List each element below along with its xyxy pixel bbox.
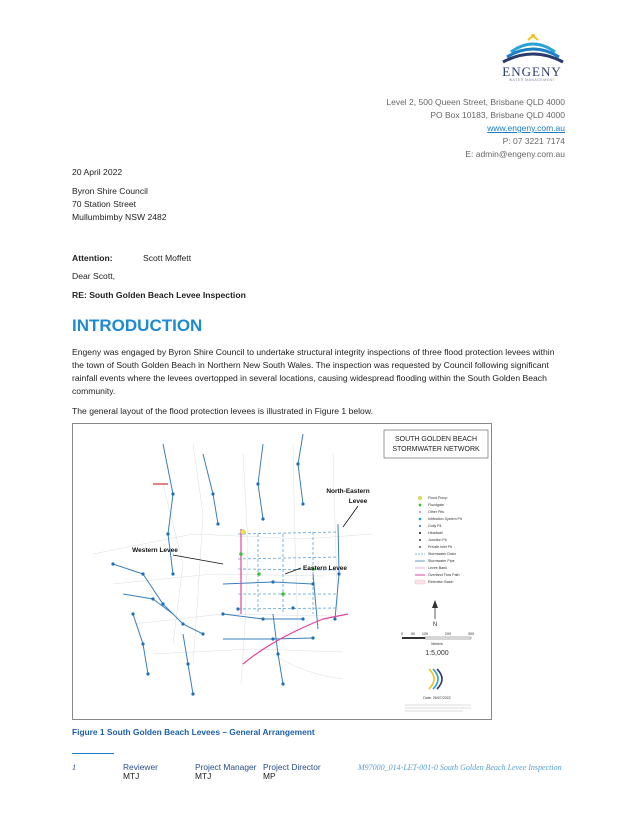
legend-item: Headwall <box>428 531 443 535</box>
legend-item: Gully Pit <box>428 524 441 528</box>
map-legend: Flood Pump Floodgate Other Pits Infiltra… <box>414 496 462 585</box>
email: E: admin@engeny.com.au <box>465 149 565 159</box>
label-north-eastern-levee-2: Levee <box>349 498 368 505</box>
map-title-2: STORMWATER NETWORK <box>392 446 480 453</box>
north-arrow-icon: N <box>432 600 438 628</box>
legend-item: Levee Bank <box>428 566 447 570</box>
subject-line: RE: South Golden Beach Levee Inspection <box>72 290 246 300</box>
scale-ratio: 1:5,000 <box>425 650 448 657</box>
figure-caption: Figure 1 South Golden Beach Levees – Gen… <box>72 727 315 737</box>
legend-item: Private Inlet Pit <box>428 545 452 549</box>
recipient-line: Mullumbimby NSW 2482 <box>72 212 167 222</box>
engeny-mark-icon <box>428 668 443 690</box>
scale-tick: 100 <box>422 632 428 636</box>
company-logo <box>493 31 573 80</box>
scale-tick: 0 <box>401 632 403 636</box>
legend-item: Floodgate <box>428 503 444 507</box>
legend-item: Retention Basin <box>428 580 453 584</box>
legend-item: Stormwater Drain <box>428 552 456 556</box>
legend-item: Overland Flow Path <box>428 573 460 577</box>
map-title-1: SOUTH GOLDEN BEACH <box>395 436 477 443</box>
legend-item: Infiltration System Pit <box>428 517 462 521</box>
letter-date: 20 April 2022 <box>72 167 123 177</box>
recipient-line: Byron Shire Council <box>72 186 148 196</box>
footer-project-manager: Project Manager MTJ <box>195 763 256 781</box>
legend-item: Other Pits <box>428 510 444 514</box>
stormwater-network-map: SOUTH GOLDEN BEACH STORMWATER NETWORK <box>72 423 492 720</box>
project-manager-label: Project Manager <box>195 762 257 772</box>
website-link[interactable]: www.engeny.com.au <box>487 123 565 133</box>
salutation: Dear Scott, <box>72 271 115 281</box>
phone: P: 07 3221 7174 <box>502 136 565 146</box>
recipient-address: Byron Shire Council 70 Station Street Mu… <box>72 185 167 224</box>
scale-tick: 300 <box>468 632 474 636</box>
project-manager-value: MTJ <box>195 771 212 781</box>
page-number: 1 <box>72 763 77 772</box>
attention-name: Scott Moffett <box>143 253 192 263</box>
scale-bar: 0 50 100 200 300 Meters 1:5,000 <box>401 632 474 657</box>
company-tagline: WATER MANAGEMENT <box>508 78 556 82</box>
attention-label: Attention: <box>72 253 113 263</box>
map-date: Date: 26/07/2022 <box>423 696 451 700</box>
footer-project-director: Project Director MP <box>263 763 321 781</box>
label-western-levee: Western Levee <box>132 547 178 554</box>
company-name: ENGENY <box>502 64 562 79</box>
project-director-label: Project Director <box>263 762 321 772</box>
address-line-2: PO Box 10183, Brisbane QLD 4000 <box>430 110 565 120</box>
pit-markers <box>111 462 341 696</box>
address-line-1: Level 2, 500 Queen Street, Brisbane QLD … <box>386 97 565 107</box>
label-north-eastern-levee-1: North-Eastern <box>326 488 369 495</box>
figure-intro-paragraph: The general layout of the flood protecti… <box>72 406 373 416</box>
label-eastern-levee: Eastern Levee <box>303 565 347 572</box>
section-heading: INTRODUCTION <box>72 316 203 335</box>
footer-reviewer: Reviewer MTJ <box>123 763 158 781</box>
reviewer-label: Reviewer <box>123 762 158 772</box>
scale-unit: Meters <box>431 642 443 646</box>
legend-item: Junction Pit <box>428 538 447 542</box>
legend-item: Stormwater Pipe <box>428 559 455 563</box>
legend-item: Flood Pump <box>428 496 447 500</box>
scale-tick: 50 <box>411 632 415 636</box>
company-address: Level 2, 500 Queen Street, Brisbane QLD … <box>386 96 565 161</box>
north-label: N <box>433 622 437 628</box>
footer-divider <box>72 753 114 754</box>
intro-paragraph: Engeny was engaged by Byron Shire Counci… <box>72 347 555 396</box>
document-reference: M97000_014-LET-001-0 South Golden Beach … <box>358 763 562 772</box>
reviewer-value: MTJ <box>123 771 140 781</box>
scale-tick: 200 <box>445 632 451 636</box>
recipient-line: 70 Station Street <box>72 199 137 209</box>
project-director-value: MP <box>263 771 276 781</box>
